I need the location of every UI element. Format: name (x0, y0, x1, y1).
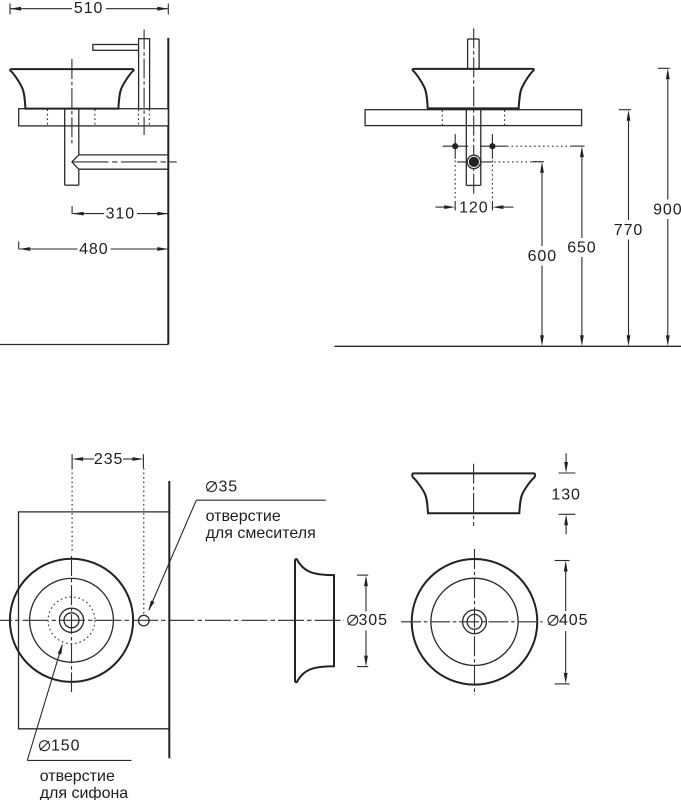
svg-text:отверстие: отверстие (40, 768, 115, 785)
svg-text:480: 480 (79, 241, 108, 258)
svg-text:305: 305 (359, 612, 388, 629)
svg-text:120: 120 (459, 199, 488, 216)
svg-text:235: 235 (94, 451, 123, 468)
svg-text:310: 310 (106, 206, 135, 223)
svg-text:130: 130 (551, 487, 580, 504)
svg-text:600: 600 (528, 248, 557, 265)
svg-text:405: 405 (559, 612, 588, 629)
svg-text:510: 510 (74, 0, 103, 17)
svg-text:для смесителя: для смесителя (206, 525, 316, 542)
svg-text:35: 35 (219, 478, 239, 495)
svg-text:650: 650 (567, 240, 596, 257)
svg-text:для сифона: для сифона (40, 785, 129, 800)
svg-text:900: 900 (653, 201, 681, 218)
svg-text:770: 770 (614, 222, 643, 239)
svg-text:отверстие: отверстие (206, 508, 281, 525)
svg-text:150: 150 (51, 737, 80, 754)
